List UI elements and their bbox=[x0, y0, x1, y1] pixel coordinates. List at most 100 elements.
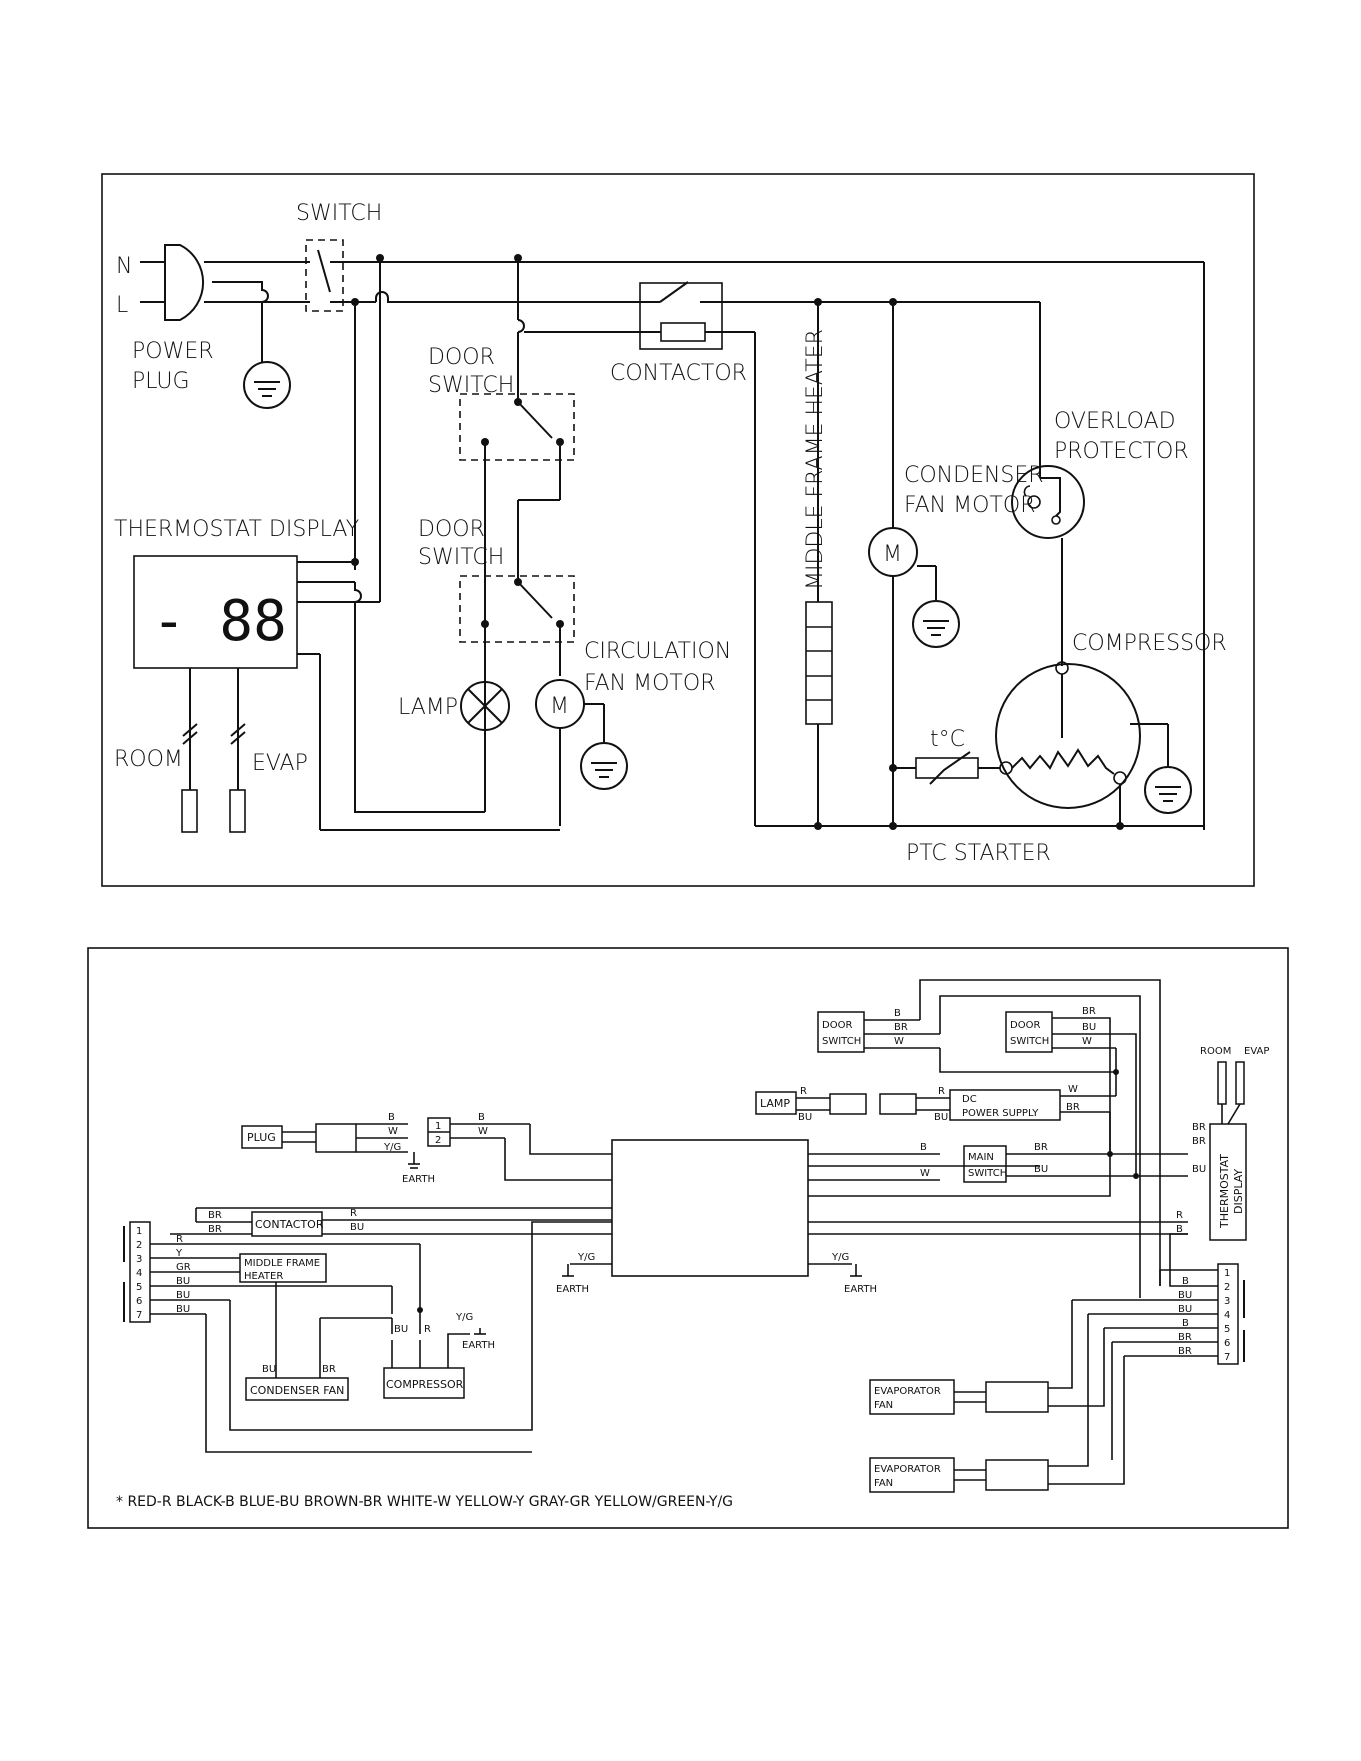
svg-text:Y/G: Y/G bbox=[577, 1252, 595, 1263]
main-switch-box bbox=[963, 1145, 1007, 1183]
contactor-label-wiring: CONTACTOR bbox=[255, 1218, 324, 1231]
svg-text:BU: BU bbox=[798, 1112, 812, 1123]
earth-label: EARTH bbox=[402, 1174, 435, 1185]
contactor bbox=[639, 282, 723, 350]
svg-text:R: R bbox=[938, 1086, 945, 1097]
svg-text:B: B bbox=[388, 1112, 395, 1123]
earth-icon bbox=[580, 742, 628, 790]
svg-text:1: 1 bbox=[435, 1121, 441, 1132]
compressor-label: COMPRESSOR bbox=[1072, 631, 1227, 656]
svg-text:M: M bbox=[883, 542, 902, 567]
control-box bbox=[611, 1139, 809, 1277]
condenser-fan-box bbox=[245, 1377, 349, 1401]
svg-text:M: M bbox=[550, 694, 569, 719]
evaporator-fan-cord-1 bbox=[985, 1381, 1049, 1413]
svg-text:R: R bbox=[800, 1086, 807, 1097]
evap-label: EVAP bbox=[252, 751, 308, 776]
svg-text:HEATER: HEATER bbox=[244, 1271, 283, 1282]
svg-text:BR: BR bbox=[1192, 1136, 1206, 1147]
power-plug-icon bbox=[140, 244, 205, 321]
svg-text:BU: BU bbox=[1192, 1164, 1206, 1175]
thermostat-display bbox=[133, 555, 298, 669]
middle-frame-heater-box bbox=[239, 1253, 327, 1283]
door-switch-1-label-a: DOOR bbox=[428, 345, 495, 370]
overload-protector-label-1: OVERLOAD bbox=[1054, 409, 1176, 434]
svg-text:B: B bbox=[1182, 1276, 1189, 1287]
svg-text:BU: BU bbox=[394, 1324, 408, 1335]
contactor-label: CONTACTOR bbox=[610, 361, 747, 386]
condenser-fan-motor-icon: M bbox=[868, 527, 918, 577]
lamp-connector bbox=[829, 1093, 867, 1115]
svg-text:Y: Y bbox=[175, 1248, 183, 1259]
compressor-box bbox=[383, 1367, 465, 1399]
svg-text:SWITCH: SWITCH bbox=[822, 1036, 861, 1047]
svg-text:BR: BR bbox=[1178, 1346, 1192, 1357]
door-switch-2-label-b: SWITCH bbox=[418, 545, 504, 570]
svg-text:DOOR: DOOR bbox=[822, 1020, 852, 1031]
evaporator-fan-box-1 bbox=[869, 1379, 955, 1415]
svg-text:Y/G: Y/G bbox=[831, 1252, 849, 1263]
svg-text:DC: DC bbox=[962, 1094, 977, 1105]
svg-text:W: W bbox=[478, 1126, 488, 1137]
svg-text:BU: BU bbox=[1178, 1290, 1192, 1301]
svg-text:FAN: FAN bbox=[874, 1478, 893, 1489]
earth-icon bbox=[243, 361, 291, 409]
svg-text:BU: BU bbox=[176, 1276, 190, 1287]
svg-text:BU: BU bbox=[1082, 1022, 1096, 1033]
svg-text:BR: BR bbox=[894, 1022, 908, 1033]
door-switch-box-2 bbox=[1005, 1011, 1053, 1053]
svg-text:BR: BR bbox=[1178, 1332, 1192, 1343]
switch-label: SWITCH bbox=[296, 201, 382, 226]
thermostat-display-label-wiring-2: DISPLAY bbox=[1232, 1169, 1245, 1214]
door-switch-box-1 bbox=[817, 1011, 865, 1053]
tc-label: t°C bbox=[930, 727, 965, 752]
svg-text:BU: BU bbox=[934, 1112, 948, 1123]
lamp-label: LAMP bbox=[398, 695, 458, 720]
schematic-frame bbox=[101, 173, 1255, 887]
svg-text:2: 2 bbox=[136, 1240, 142, 1251]
svg-text:5: 5 bbox=[1224, 1324, 1230, 1335]
svg-text:SWITCH: SWITCH bbox=[1010, 1036, 1049, 1047]
thermostat-display-label: THERMOSTAT DISPLAY bbox=[114, 517, 359, 542]
svg-text:BR: BR bbox=[1082, 1006, 1096, 1017]
svg-text:BU: BU bbox=[262, 1364, 276, 1375]
svg-text:4: 4 bbox=[1224, 1310, 1230, 1321]
svg-text:BU: BU bbox=[176, 1290, 190, 1301]
plug-label: PLUG bbox=[247, 1131, 276, 1144]
thermostat-display-label-wiring: THERMOSTAT bbox=[1218, 1154, 1231, 1229]
svg-text:GR: GR bbox=[176, 1262, 191, 1273]
power-supply-connector bbox=[879, 1093, 917, 1115]
svg-text:BR: BR bbox=[208, 1210, 222, 1221]
connector-left-pins: 1 2 3 4 5 6 7 bbox=[136, 1226, 142, 1321]
door-switch-2-label-a: DOOR bbox=[418, 517, 485, 542]
svg-text:Y/G: Y/G bbox=[383, 1142, 401, 1153]
circulation-fan-label-1: CIRCULATION bbox=[584, 639, 731, 664]
svg-text:B: B bbox=[1182, 1318, 1189, 1329]
middle-frame-heater-label: MIDDLE FRAME HEATER bbox=[803, 329, 828, 590]
overload-protector-icon bbox=[1011, 465, 1085, 539]
svg-text:B: B bbox=[894, 1008, 901, 1019]
svg-text:SWITCH: SWITCH bbox=[968, 1168, 1007, 1179]
condenser-fan-label: CONDENSER FAN bbox=[250, 1384, 344, 1397]
room-label: ROOM bbox=[114, 747, 183, 772]
svg-text:3: 3 bbox=[136, 1254, 142, 1265]
condenser-fan-label-1: CONDENSER bbox=[904, 463, 1044, 488]
svg-text:2: 2 bbox=[1224, 1282, 1230, 1293]
svg-text:MIDDLE FRAME: MIDDLE FRAME bbox=[244, 1258, 320, 1269]
lamp-box bbox=[755, 1091, 797, 1115]
earth-icon bbox=[1144, 766, 1192, 814]
svg-text:EARTH: EARTH bbox=[462, 1340, 495, 1351]
room-sensor bbox=[181, 789, 198, 833]
room-label-wiring: ROOM bbox=[1200, 1046, 1231, 1057]
svg-text:BR: BR bbox=[208, 1224, 222, 1235]
svg-text:BU: BU bbox=[176, 1304, 190, 1315]
room-sensor-wiring bbox=[1217, 1061, 1227, 1105]
svg-text:B: B bbox=[920, 1142, 927, 1153]
plug-cord-box bbox=[315, 1123, 357, 1153]
circulation-fan-motor-icon: M bbox=[535, 679, 585, 729]
svg-text:EVAPORATOR: EVAPORATOR bbox=[874, 1464, 941, 1475]
contactor-box bbox=[251, 1211, 323, 1237]
display-digits: - 88 bbox=[152, 589, 287, 654]
svg-text:DOOR: DOOR bbox=[1010, 1020, 1040, 1031]
